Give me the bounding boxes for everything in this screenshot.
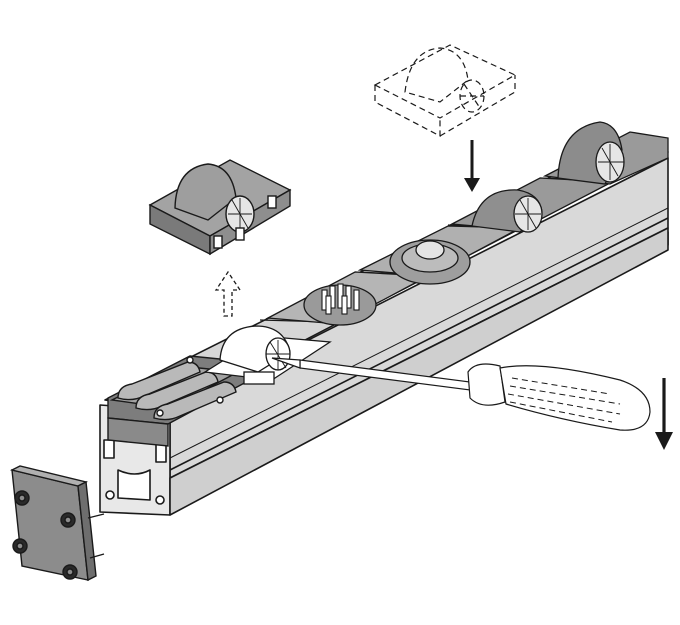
end-cap-pins	[87, 513, 105, 559]
end-cap	[9, 465, 105, 582]
roller-insert-in-place-1	[449, 177, 615, 233]
screwdriver	[271, 357, 651, 431]
insert-down-arrow	[464, 140, 480, 192]
end-cap-screws	[12, 490, 78, 580]
roller-insert-ghost	[373, 44, 517, 137]
roller-insert-in-place-2	[542, 121, 669, 185]
lever-down-arrow	[655, 378, 673, 450]
rail-groove	[169, 217, 669, 471]
screwdriver-ferrule	[467, 363, 506, 406]
roller-insert-in-place-white	[203, 325, 332, 385]
remove-up-arrow	[214, 270, 242, 317]
roller-insert-removed	[148, 159, 292, 256]
screwdriver-handle	[499, 365, 651, 431]
rail-end-slot	[117, 469, 151, 501]
